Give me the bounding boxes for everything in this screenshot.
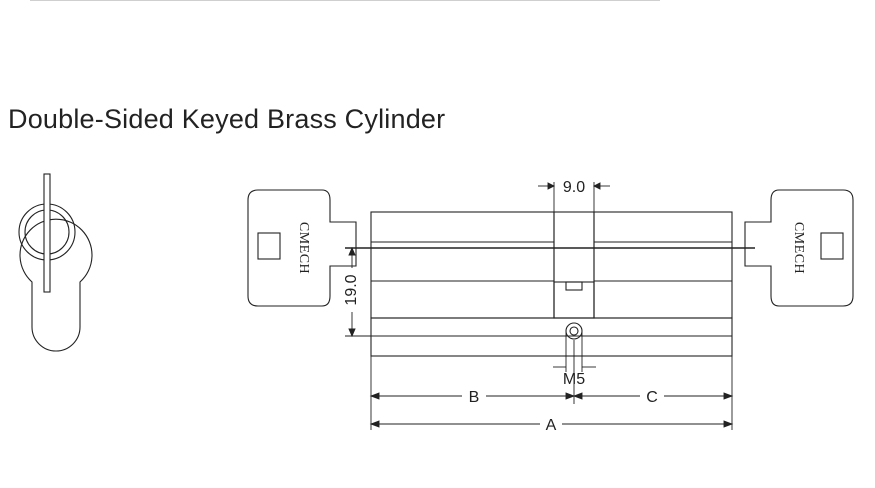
top-divider xyxy=(30,0,660,1)
page-title: Double-Sided Keyed Brass Cylinder xyxy=(8,104,446,134)
dim-screw: M5 xyxy=(563,371,585,388)
cylinder-profile xyxy=(18,173,93,352)
dim-length-right: C xyxy=(646,389,658,406)
cylinder-body xyxy=(345,211,755,357)
left-key: CMECH xyxy=(247,189,357,307)
dim-cam-width: 9.0 xyxy=(563,179,585,196)
dimension-lines xyxy=(345,182,734,430)
right-key: CMECH xyxy=(744,189,854,307)
right-key-brand: CMECH xyxy=(791,222,806,274)
left-key-brand: CMECH xyxy=(296,222,311,274)
dim-length-total: A xyxy=(546,417,557,434)
dim-length-left: B xyxy=(469,389,480,406)
dim-height: 19.0 xyxy=(343,274,360,305)
